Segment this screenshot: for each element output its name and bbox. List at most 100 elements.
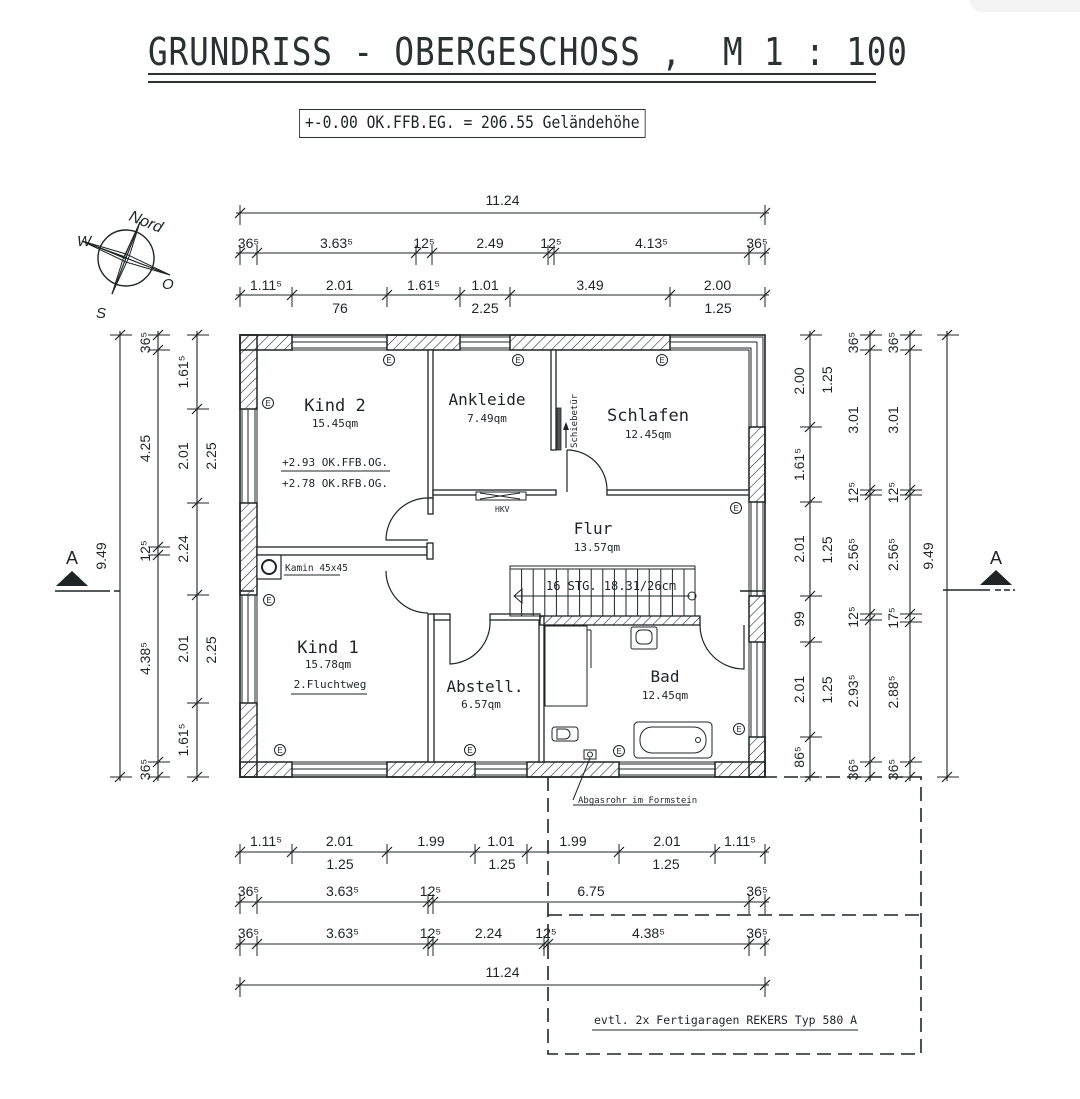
room-name: Abstell. — [446, 677, 523, 696]
dimension-label: 12⁵ — [420, 883, 441, 899]
dimension-label: 11.24 — [486, 192, 520, 208]
chimney-icon — [261, 559, 277, 575]
room-bad: Bad 12.45qm — [642, 667, 689, 702]
dimension-label: 86⁵ — [791, 746, 807, 767]
outlet-icon: E — [730, 502, 742, 514]
dimension-label: 36⁵ — [137, 332, 153, 353]
hkv-radiator — [475, 491, 527, 501]
dimension-label: 9.49 — [93, 542, 109, 569]
svg-text:E: E — [659, 356, 664, 365]
room-name: Flur — [574, 519, 613, 538]
building-outline — [239, 334, 766, 778]
compass-rose — [81, 221, 171, 295]
dimension-label: 99 — [791, 611, 807, 627]
room-area: 15.45qm — [312, 417, 359, 430]
dimension-sublabel: 1.25 — [819, 536, 835, 563]
room-area: 6.57qm — [461, 698, 501, 711]
svg-text:E: E — [266, 596, 271, 605]
dim-right-total: 9.49 — [920, 329, 959, 783]
dimension-label: 36⁵ — [238, 235, 259, 251]
doors — [385, 449, 745, 670]
dimension-label: 1.11⁵ — [724, 833, 756, 849]
dimension-sublabel: 76 — [332, 300, 348, 316]
hkv-label: HKV — [495, 505, 510, 514]
room-name: Kind 2 — [304, 396, 365, 416]
dimension-label: 1.61⁵ — [175, 355, 191, 388]
section-letter: A — [990, 548, 1002, 568]
dimension-label: 2.93⁵ — [845, 674, 861, 707]
dimension-label: 3.49 — [576, 277, 603, 293]
outlet-icon: E — [464, 744, 476, 756]
stairs-label: 16 STG. 18.31/26cm — [546, 579, 676, 593]
dimension-sublabel: 1.25 — [819, 676, 835, 703]
escape-route-label: 2.Fluchtweg — [294, 678, 367, 691]
bathroom-fixtures — [544, 625, 713, 760]
dimension-label: 36⁵ — [746, 235, 767, 251]
dimension-label: 2.01 — [326, 833, 353, 849]
title-underline — [148, 73, 876, 75]
compass-south-label: S — [96, 305, 106, 322]
dimension-label: 2.88⁵ — [885, 675, 901, 708]
outlet-icon: E — [512, 354, 524, 366]
compass-west-label: W — [77, 233, 93, 250]
svg-text:E: E — [736, 725, 741, 734]
chimney-label: Kamin 45x45 — [285, 563, 348, 574]
dimension-label: 2.00 — [791, 367, 807, 394]
room-kind2: Kind 2 15.45qm +2.93 OK.FFB.OG. +2.78 OK… — [281, 396, 390, 490]
dimension-label: 12⁵ — [535, 925, 556, 941]
room-name: Ankleide — [448, 390, 525, 409]
outlet-icon: E — [262, 397, 274, 409]
svg-text:E: E — [616, 747, 621, 756]
dimension-label: 12⁵ — [540, 235, 561, 251]
sliding-door-label: Schiebetür — [570, 393, 580, 448]
room-abstell: Abstell. 6.57qm — [446, 677, 523, 711]
dimension-label: 4.25 — [137, 435, 153, 462]
staircase — [509, 565, 697, 617]
dimension-sublabel: 1.25 — [704, 300, 731, 316]
dimension-label: 36⁵ — [238, 883, 259, 899]
dim-right-row1-sub: 1.25 1.25 1.25 — [819, 366, 835, 703]
dimension-label: 2.00 — [704, 277, 731, 293]
level-rfb: +2.78 OK.RFB.OG. — [282, 477, 388, 490]
room-name: Schlafen — [607, 406, 689, 426]
dimension-label: 2.24 — [475, 925, 502, 941]
room-schlafen: Schlafen 12.45qm — [607, 406, 689, 441]
room-area: 7.49qm — [467, 412, 507, 425]
dimension-label: 9.49 — [920, 542, 936, 569]
dimension-label: 12⁵ — [413, 235, 434, 251]
room-name: Bad — [651, 667, 680, 686]
room-name: Kind 1 — [297, 638, 358, 658]
shower — [544, 625, 588, 707]
compass-circle — [97, 229, 155, 287]
page-corner-shade — [970, 0, 1080, 12]
dim-left-row2-sub: 2.252.25 — [203, 442, 219, 663]
dimension-label: 36⁵ — [845, 759, 861, 780]
dimension-label: 36⁵ — [746, 925, 767, 941]
room-area: 13.57qm — [574, 541, 621, 554]
dimension-sublabel: 1.25 — [652, 856, 679, 872]
svg-text:E: E — [733, 504, 738, 513]
sliding-door — [556, 407, 562, 451]
dimension-label: 3.01 — [885, 406, 901, 433]
compass-north-label: Nord — [127, 208, 167, 237]
dimension-label: 1.01 — [471, 277, 498, 293]
dimension-label: 2.01 — [326, 277, 353, 293]
bathtub-icon — [633, 721, 713, 759]
svg-text:E: E — [277, 746, 282, 755]
outlet-icon: E — [733, 723, 745, 735]
dimension-sublabel: 1.25 — [819, 366, 835, 393]
dimension-label: 11.24 — [486, 964, 520, 980]
dimension-label: 3.63⁵ — [326, 925, 359, 941]
dimension-label: 4.38⁵ — [632, 925, 665, 941]
drawing-title: GRUNDRISS - OBERGESCHOSS , M 1 : 100 — [148, 30, 908, 74]
windows — [241, 336, 764, 776]
